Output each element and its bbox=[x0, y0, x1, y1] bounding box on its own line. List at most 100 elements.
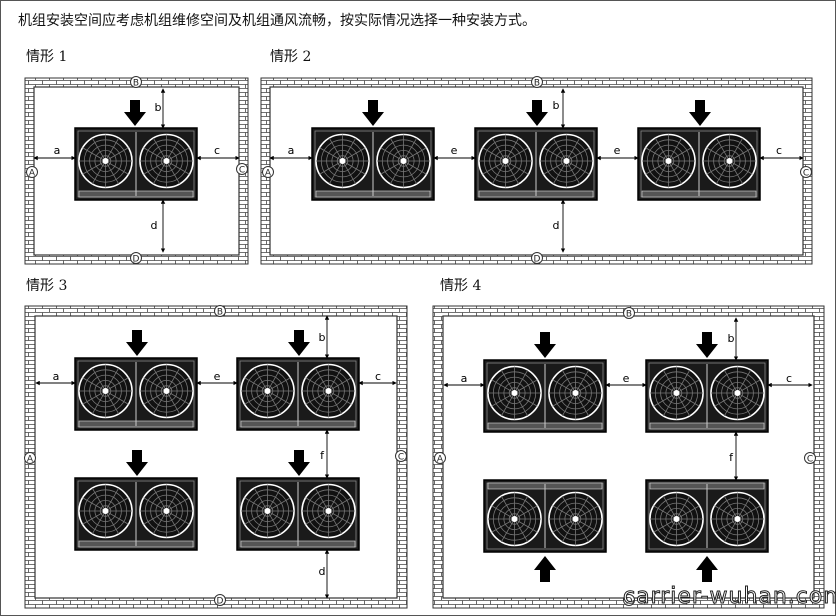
svg-text:b: b bbox=[319, 331, 326, 344]
case-2-unit-3 bbox=[637, 127, 761, 201]
svg-text:e: e bbox=[214, 370, 221, 383]
svg-text:A: A bbox=[29, 169, 36, 179]
svg-text:f: f bbox=[320, 449, 325, 462]
case-4-title: 情形 4 bbox=[440, 278, 482, 294]
case-2-clearance-a: a bbox=[269, 144, 313, 161]
case-2-marker-bottom: D bbox=[531, 252, 543, 265]
svg-text:C: C bbox=[239, 166, 245, 176]
svg-text:f: f bbox=[729, 451, 734, 464]
case-3-title: 情形 3 bbox=[26, 278, 68, 294]
case-2-airflow-arrow-3 bbox=[689, 100, 711, 126]
case-1-airflow-arrow bbox=[124, 100, 146, 126]
svg-text:c: c bbox=[375, 370, 381, 383]
case-4-airflow-arrow-4 bbox=[696, 556, 718, 582]
svg-text:b: b bbox=[553, 99, 560, 112]
case-2-airflow-arrow-1 bbox=[362, 100, 384, 126]
svg-text:D: D bbox=[217, 597, 224, 607]
svg-text:a: a bbox=[461, 372, 468, 385]
watermark-text: carrier-wuhan.com bbox=[623, 584, 836, 610]
case-2-marker-left: A bbox=[262, 166, 274, 179]
svg-text:A: A bbox=[27, 455, 34, 465]
case-2-clearance-c: c bbox=[759, 144, 804, 161]
svg-text:C: C bbox=[807, 455, 813, 465]
case-4-marker-bottom: D bbox=[623, 594, 635, 607]
svg-text:d: d bbox=[553, 219, 560, 232]
case-3-clearance-c: c bbox=[358, 370, 397, 386]
case-4-clearance-c: c bbox=[767, 372, 813, 388]
case-3-airflow-arrow-3 bbox=[126, 450, 148, 476]
case-2-clearance-d: d bbox=[553, 199, 566, 253]
case-4-unit-3 bbox=[483, 479, 607, 553]
case-2-clearance-e-2: e bbox=[596, 144, 639, 161]
case-2-clearance-b: b bbox=[553, 88, 566, 129]
case-2-airflow-arrow-2 bbox=[526, 100, 548, 126]
case-1-clearance-a: a bbox=[33, 144, 76, 161]
case-1-clearance-c: c bbox=[196, 144, 240, 161]
case-3-clearance-b: b bbox=[319, 315, 330, 359]
case-4-airflow-arrow-2 bbox=[696, 332, 718, 358]
case-4-marker-top: B bbox=[623, 307, 635, 320]
case-4-unit-2 bbox=[645, 359, 769, 433]
case-2-unit-2 bbox=[474, 127, 598, 201]
case-2-clearance-e-1: e bbox=[433, 144, 476, 161]
case-1-clearance-b: b bbox=[155, 88, 166, 129]
case-4-marker-right: C bbox=[804, 452, 816, 465]
svg-text:D: D bbox=[626, 597, 633, 607]
svg-text:A: A bbox=[265, 169, 272, 179]
case-3-clearance-f: f bbox=[320, 429, 330, 479]
case-3-unit-4 bbox=[236, 477, 360, 551]
svg-text:B: B bbox=[626, 310, 632, 320]
case-4-airflow-arrow-1 bbox=[534, 332, 556, 358]
case-3-airflow-arrow-1 bbox=[126, 330, 148, 356]
case-4-clearance-f: f bbox=[729, 431, 739, 481]
case-3-marker-top: B bbox=[214, 305, 226, 318]
svg-text:b: b bbox=[728, 332, 735, 345]
svg-text:c: c bbox=[214, 144, 220, 157]
case-3-wall bbox=[24, 305, 408, 609]
svg-text:C: C bbox=[803, 169, 809, 179]
case-1-clearance-d: d bbox=[151, 199, 166, 253]
case-2-title: 情形 2 bbox=[270, 49, 312, 65]
svg-text:B: B bbox=[133, 79, 139, 89]
svg-text:d: d bbox=[151, 219, 158, 232]
svg-text:e: e bbox=[451, 144, 458, 157]
case-4-wall bbox=[432, 305, 825, 609]
svg-text:d: d bbox=[319, 565, 326, 578]
svg-text:e: e bbox=[623, 372, 630, 385]
svg-text:D: D bbox=[133, 255, 140, 265]
svg-text:b: b bbox=[155, 101, 162, 114]
case-1-marker-top: B bbox=[130, 76, 142, 89]
case-3-clearance-e: e bbox=[196, 370, 238, 386]
svg-text:C: C bbox=[398, 453, 404, 463]
case-3-unit-2 bbox=[236, 357, 360, 431]
case-3-clearance-d: d bbox=[319, 549, 330, 599]
case-3-marker-left: A bbox=[24, 452, 36, 465]
case-4-clearance-e: e bbox=[605, 372, 647, 388]
svg-text:c: c bbox=[786, 372, 792, 385]
svg-text:a: a bbox=[288, 144, 295, 157]
case-2-marker-right: C bbox=[800, 166, 812, 179]
case-2-unit-1 bbox=[311, 127, 435, 201]
case-1-marker-left: A bbox=[26, 166, 38, 179]
case-3-unit-3 bbox=[74, 477, 198, 551]
case-3-marker-right: C bbox=[395, 450, 407, 463]
case-1-title: 情形 1 bbox=[26, 49, 68, 65]
case-3-airflow-arrow-4 bbox=[288, 450, 310, 476]
case-1-unit bbox=[74, 127, 198, 201]
svg-text:B: B bbox=[534, 79, 540, 89]
case-2-marker-top: B bbox=[531, 76, 543, 89]
case-4-unit-1 bbox=[483, 359, 607, 433]
svg-text:a: a bbox=[53, 370, 60, 383]
case-4-clearance-a: a bbox=[443, 372, 485, 388]
case-3-unit-1 bbox=[74, 357, 198, 431]
case-4-unit-4 bbox=[645, 479, 769, 553]
intro-text: 机组安装空间应考虑机组维修空间及机组通风流畅，按实际情况选择一种安装方式。 bbox=[18, 13, 536, 29]
case-3-marker-bottom: D bbox=[214, 594, 226, 607]
case-3-clearance-a: a bbox=[35, 370, 76, 386]
svg-text:e: e bbox=[614, 144, 621, 157]
svg-text:a: a bbox=[54, 144, 61, 157]
svg-text:c: c bbox=[776, 144, 782, 157]
case-4-marker-left: A bbox=[434, 452, 446, 465]
case-4-clearance-b: b bbox=[728, 317, 739, 361]
case-4-airflow-arrow-3 bbox=[534, 556, 556, 582]
